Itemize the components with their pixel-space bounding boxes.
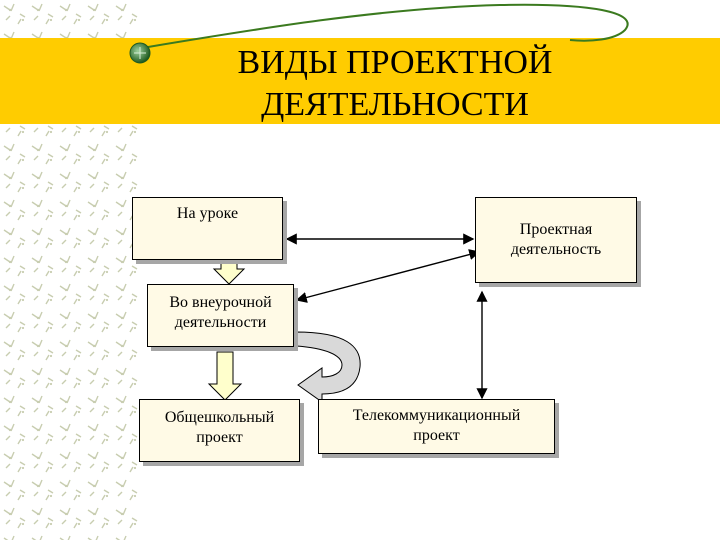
title-banner [0, 38, 720, 124]
node-extracurricular-label: Во внеурочной деятельности [169, 294, 272, 331]
node-telecom-project-label: Телекоммуникационный проект [352, 407, 521, 444]
page-title: ВИДЫ ПРОЕКТНОЙ ДЕЯТЕЛЬНОСТИ [237, 44, 553, 123]
node-project-activity: Проектная деятельность [475, 197, 637, 283]
node-project-activity-label: Проектная деятельность [510, 221, 602, 258]
block-arrow-extracurricular-school [207, 351, 243, 401]
decorative-swoosh [141, 3, 629, 49]
block-arrow-lesson-extracurricular [212, 258, 246, 285]
node-school-project: Общешкольный проект [139, 399, 300, 462]
curved-arrow [295, 331, 361, 403]
connector-project-extracurricular [295, 249, 481, 303]
node-telecom-project: Телекоммуникационный проект [318, 399, 555, 454]
node-lesson: На уроке [132, 197, 283, 260]
node-extracurricular: Во внеурочной деятельности [147, 284, 294, 347]
node-lesson-label: На уроке [176, 205, 239, 222]
node-school-project-label: Общешкольный проект [164, 409, 275, 446]
